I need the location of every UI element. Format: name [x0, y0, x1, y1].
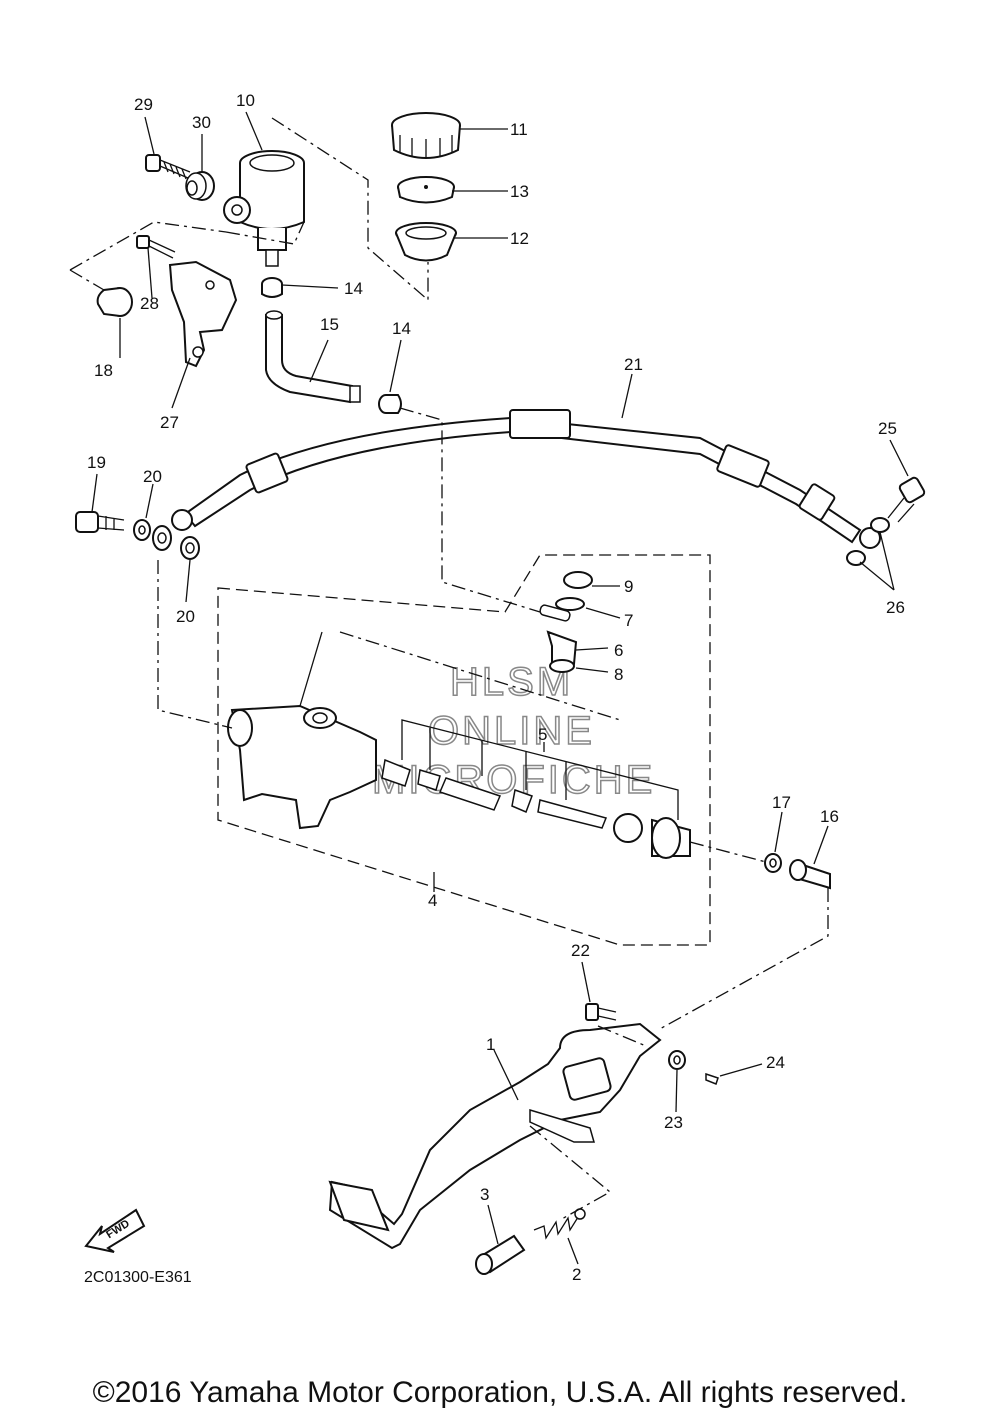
- washer-23: [668, 1050, 686, 1070]
- brake-pedal: [328, 1022, 662, 1250]
- callout-3: 3: [480, 1185, 489, 1204]
- o-ring-8: [549, 659, 575, 673]
- watermark-line2: ONLINE: [428, 709, 595, 753]
- clevis-16: [789, 859, 831, 890]
- washer-26a: [870, 517, 890, 533]
- callout-7: 7: [624, 611, 633, 630]
- callout-6: 6: [614, 641, 623, 660]
- callout-19: 19: [87, 453, 106, 472]
- grommet-30: [185, 171, 215, 201]
- callout-29: 29: [134, 95, 153, 114]
- union-bolt-25: [887, 476, 926, 523]
- washer-26b: [846, 550, 866, 566]
- reservoir-diaphragm-plate: [397, 176, 455, 204]
- callout-20-lower: 20: [176, 607, 195, 626]
- callout-28: 28: [140, 294, 159, 313]
- callout-16: 16: [820, 807, 839, 826]
- o-ring-7: [555, 597, 585, 611]
- callout-13: 13: [510, 182, 529, 201]
- callout-5: 5: [538, 725, 547, 744]
- return-spring-2: [533, 1208, 586, 1240]
- callout-12: 12: [510, 229, 529, 248]
- callout-25: 25: [878, 419, 897, 438]
- brake-hose-21: [171, 409, 881, 549]
- leader-lines: [91, 111, 909, 1265]
- callout-17: 17: [772, 793, 791, 812]
- callout-22: 22: [571, 941, 590, 960]
- watermark: HLSM ONLINE MICROFICHE: [371, 659, 653, 803]
- cotter-pin-24: [705, 1072, 719, 1085]
- callout-15: 15: [320, 315, 339, 334]
- callout-8: 8: [614, 665, 623, 684]
- union-bolt-19: [75, 511, 125, 533]
- pivot-bolt-22: [585, 1003, 617, 1021]
- forward-arrow-icon: FWD: [84, 1208, 146, 1253]
- reservoir-cap: [391, 112, 461, 159]
- callout-11: 11: [510, 120, 528, 139]
- washer-20c: [180, 536, 200, 560]
- bolt-29: [145, 154, 191, 180]
- reservoir-tank: [223, 150, 305, 267]
- callout-18: 18: [94, 361, 113, 380]
- kit-5-bracket: [401, 719, 679, 820]
- callout-30: 30: [192, 113, 211, 132]
- callout-10: 10: [236, 91, 255, 110]
- callout-4: 4: [428, 891, 437, 910]
- cap-9: [563, 571, 593, 589]
- hose-joint-6: [539, 604, 578, 669]
- connection-lines: [69, 117, 829, 1221]
- callout-14-lower: 14: [392, 319, 411, 338]
- hose-clamp-lower: [378, 394, 402, 414]
- reservoir-diaphragm: [395, 222, 457, 262]
- washer-20b: [152, 525, 172, 551]
- callout-27: 27: [160, 413, 179, 432]
- callout-21: 21: [624, 355, 643, 374]
- callouts: 29 30 10 11 13 12 14 15 14 21 25 19 20 2…: [87, 91, 905, 1284]
- collar-18: [96, 287, 133, 317]
- callout-26: 26: [886, 598, 905, 617]
- callout-9: 9: [624, 577, 633, 596]
- reservoir-hose: [265, 310, 361, 404]
- collar-3: [475, 1234, 526, 1275]
- washer-20a: [133, 519, 151, 541]
- callout-20-upper: 20: [143, 467, 162, 486]
- bolt-28: [136, 235, 176, 259]
- callout-1: 1: [486, 1035, 495, 1054]
- callout-14-upper: 14: [344, 279, 363, 298]
- nut-17: [764, 853, 782, 873]
- master-cylinder-kit: [381, 758, 691, 859]
- hose-clamp-upper: [261, 277, 283, 298]
- callout-23: 23: [664, 1113, 683, 1132]
- copyright-notice: ©2016 Yamaha Motor Corporation, U.S.A. A…: [92, 1376, 908, 1409]
- master-cylinder-body: [227, 704, 377, 830]
- bracket-27: [168, 260, 238, 368]
- callout-2: 2: [572, 1265, 581, 1284]
- callout-24: 24: [766, 1053, 785, 1072]
- drawing-code: 2C01300-E361: [84, 1269, 192, 1286]
